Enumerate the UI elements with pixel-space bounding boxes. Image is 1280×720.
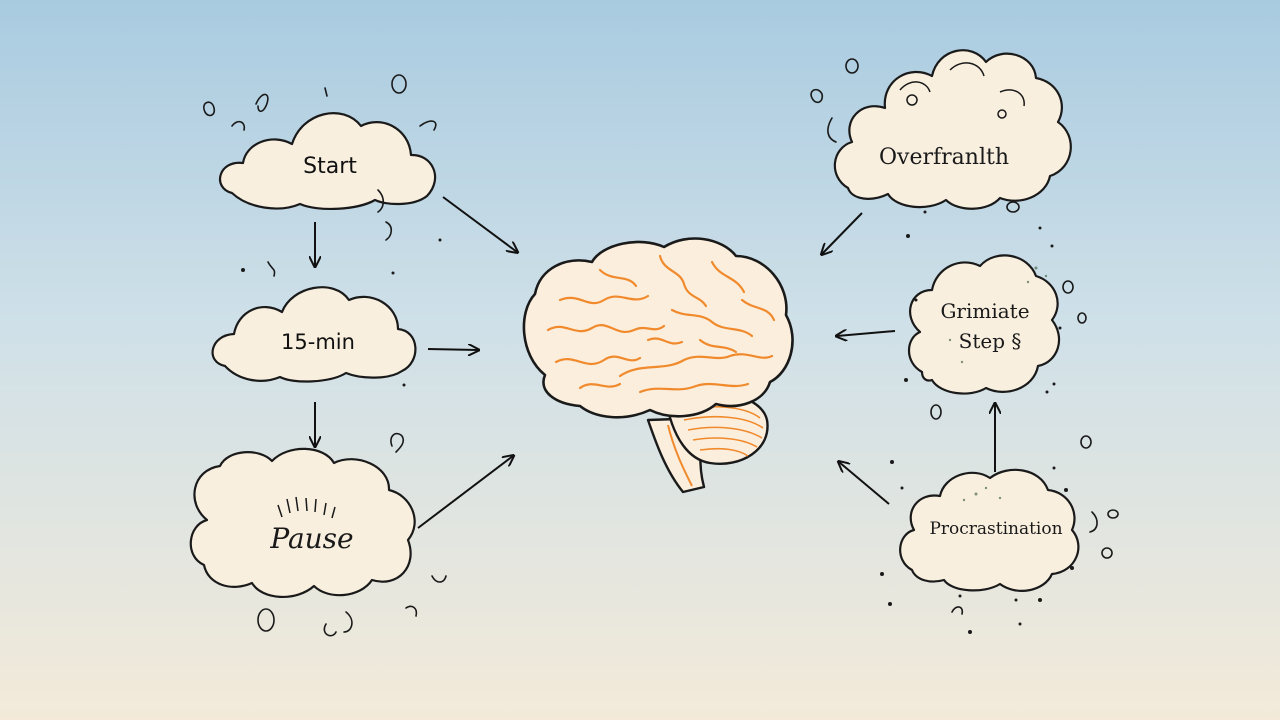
cloud-shape bbox=[833, 49, 1072, 210]
cloud-shape bbox=[189, 447, 416, 599]
node-start: Start bbox=[219, 112, 437, 211]
edge-pause-to-brain bbox=[417, 456, 513, 529]
speckle-dots bbox=[948, 266, 1048, 502]
node-procrastination: Procrastination bbox=[899, 468, 1080, 592]
cloud-shape bbox=[907, 254, 1061, 395]
brain-folds bbox=[546, 254, 776, 394]
node-label: Pause bbox=[269, 522, 353, 555]
edge-start-to-brain bbox=[442, 196, 517, 252]
node-grimiate-step: Grimiate Step § bbox=[907, 254, 1061, 395]
node-label: Start bbox=[303, 154, 357, 179]
edge-overfranlth-to-brain bbox=[822, 212, 863, 254]
edge-grimiate-to-brain bbox=[837, 331, 896, 336]
scribble-lines bbox=[277, 496, 336, 519]
cloud-shape bbox=[211, 286, 417, 383]
node-label-line-1: Grimiate bbox=[940, 299, 1029, 323]
brain-icon bbox=[522, 237, 794, 494]
node-label: Overfranlth bbox=[879, 145, 1009, 170]
cloud-shape bbox=[219, 112, 437, 211]
cloud-shape bbox=[899, 468, 1080, 592]
node-label: 15-min bbox=[281, 330, 355, 354]
decorative-doodles bbox=[203, 58, 1119, 637]
node-label: Procrastination bbox=[929, 519, 1062, 539]
edge-15min-to-brain bbox=[427, 349, 478, 350]
brain-stem-detail bbox=[667, 424, 693, 487]
node-label-line-2: Step § bbox=[959, 329, 1022, 353]
node-overfranlth: Overfranlth bbox=[833, 49, 1072, 210]
arrows bbox=[315, 196, 995, 529]
decorative-dots bbox=[241, 210, 1074, 634]
edge-procrastination-to-brain bbox=[839, 462, 890, 505]
node-pause: Pause bbox=[189, 447, 416, 599]
cloud-puffs bbox=[899, 62, 1025, 119]
node-15-min: 15-min bbox=[211, 286, 417, 383]
